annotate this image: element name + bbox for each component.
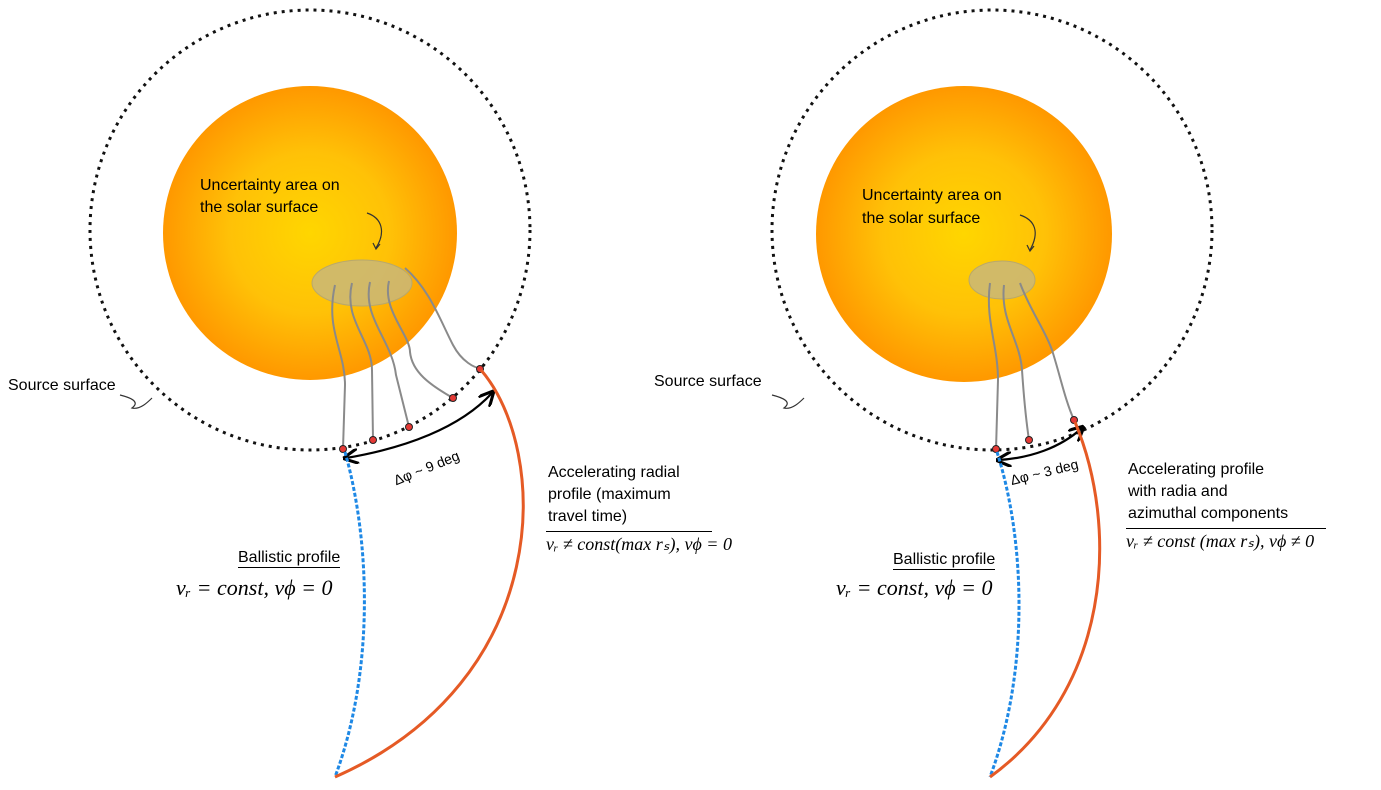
right-source-pointer [771, 394, 805, 409]
left-source-surface [88, 8, 532, 452]
left-ballistic-title: Ballistic profile [238, 549, 341, 568]
left-ballistic-curve [333, 451, 366, 778]
right-accel-equation: vᵣ ≠ const (max rₛ), vϕ ≠ 0 [1126, 528, 1326, 552]
right-accel-label-line3: azimuthal components [1128, 505, 1289, 522]
left-uncertainty-label-line1: Uncertainty area on [200, 177, 340, 194]
left-uncertainty-label-line2: the solar surface [200, 199, 319, 216]
right-panel [770, 8, 1214, 779]
left-accelerating-curve [334, 369, 525, 779]
left-accel-equation: vᵣ ≠ const(max rₛ), vϕ = 0 [546, 531, 732, 555]
left-accel-label-line3: travel time) [548, 508, 628, 525]
right-delta-phi-arrow [999, 428, 1082, 460]
left-source-pointer [119, 394, 153, 409]
right-ballistic-title: Ballistic profile [893, 551, 996, 570]
left-panel [88, 8, 532, 779]
right-uncertainty-label-line1: Uncertainty area on [862, 187, 1002, 204]
right-uncertainty-area [968, 260, 1036, 300]
right-footpoints [992, 416, 1078, 453]
right-accel-label-line1: Accelerating profile [1128, 461, 1265, 478]
right-accelerating-curve [989, 421, 1102, 779]
left-footpoints [339, 365, 484, 453]
right-source-surface [770, 8, 1214, 452]
left-accel-label-line2: profile (maximum [548, 486, 671, 503]
left-accel-label-line1: Accelerating radial [548, 464, 680, 481]
left-field-lines [331, 267, 481, 450]
right-ballistic-equation: vᵣ = const, vϕ = 0 [836, 575, 993, 600]
left-uncertainty-pointer [366, 212, 383, 249]
right-ballistic-curve [988, 451, 1021, 778]
right-source-surface-label: Source surface [654, 373, 762, 390]
left-source-surface-label: Source surface [8, 377, 116, 394]
left-sun [163, 86, 457, 380]
left-delta-phi-arrow [346, 393, 492, 458]
left-ballistic-equation: vᵣ = const, vϕ = 0 [176, 575, 333, 600]
right-accel-label-line2: with radia and [1128, 483, 1228, 500]
right-uncertainty-label-line2: the solar surface [862, 210, 981, 227]
right-uncertainty-pointer [1019, 214, 1036, 251]
left-uncertainty-area [311, 259, 413, 307]
right-sun [816, 86, 1112, 382]
right-field-lines [987, 282, 1075, 451]
